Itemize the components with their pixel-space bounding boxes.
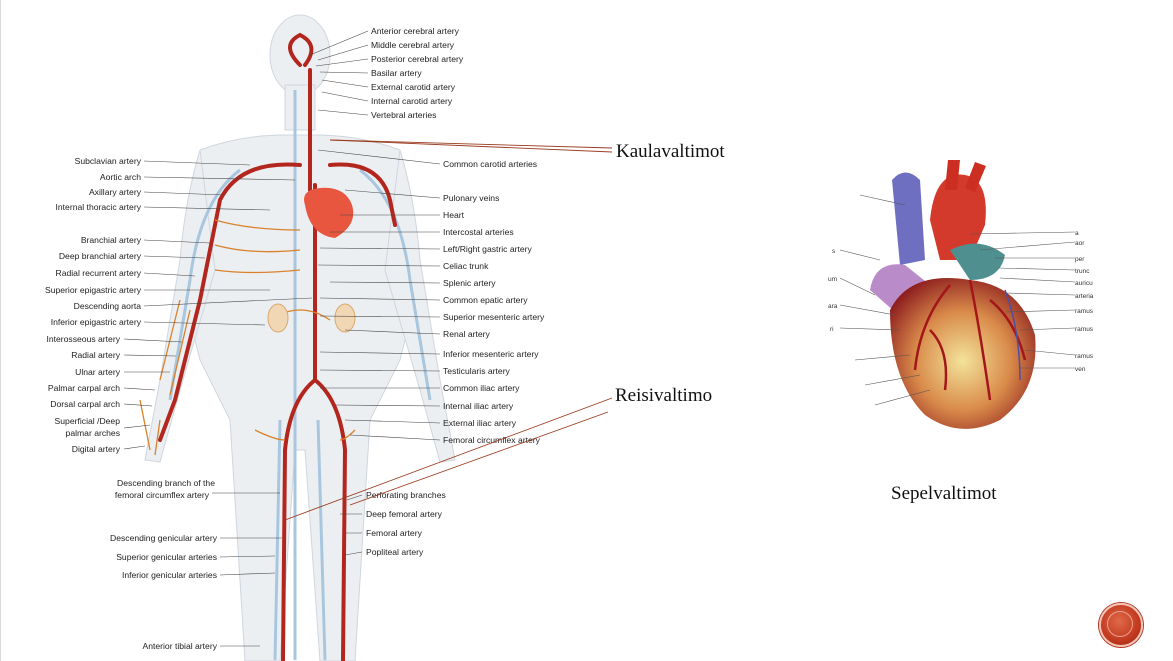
superior-vena-cava [892, 172, 925, 265]
label-internal-carotid-artery: Internal carotid artery [371, 96, 453, 106]
label-aortic-arch: Aortic arch [100, 172, 141, 182]
label-superior-epigastric-artery: Superior epigastric artery [45, 285, 142, 295]
label-axillary-artery: Axillary artery [89, 187, 142, 197]
coronary-veins [1004, 289, 1021, 381]
label-superficial-deep: Superficial /Deep [55, 416, 121, 426]
heart-label-ramus-3: ramus [1075, 353, 1094, 360]
coronary-arteries [913, 279, 1027, 401]
callout-sepelvaltimot: Sepelvaltimot [891, 483, 997, 504]
callout-kaulavaltimot: Kaulavaltimot [616, 141, 725, 162]
label-femoral-circumflex-artery: Femoral circumflex artery [443, 435, 541, 445]
label-middle-cerebral-artery: Middle cerebral artery [371, 40, 455, 50]
heart-label-ven: ven [1075, 366, 1086, 373]
next-slide-icon [1107, 611, 1133, 637]
lower-labels [212, 492, 363, 647]
label-descending-branch: Descending branch of the [117, 478, 215, 488]
label-popliteal-artery: Popliteal artery [366, 547, 424, 557]
label-descending-genicular-artery: Descending genicular artery [110, 533, 218, 543]
heart-shape [304, 187, 354, 238]
heart-left-labels: s um ara ri [828, 248, 838, 333]
heart-label-ramus-1: ramus [1075, 308, 1094, 315]
label-branchial-artery: Branchial artery [81, 235, 142, 245]
circulatory-system-figure: Anterior cerebral artery Middle cerebral… [45, 14, 613, 661]
label-internal-iliac-artery: Internal iliac artery [443, 401, 514, 411]
label-common-epatic-artery: Common epatic artery [443, 295, 528, 305]
label-basilar-artery: Basilar artery [371, 68, 422, 78]
aorta [930, 174, 986, 260]
heart-label-per: per [1075, 256, 1085, 263]
label-inferior-epigastric-artery: Inferior epigastric artery [51, 317, 142, 327]
right-labels [309, 30, 441, 441]
label-celiac-trunk: Celiac trunk [443, 261, 489, 271]
label-gastric-artery: Left/Right gastric artery [443, 244, 533, 254]
label-subclavian-artery: Subclavian artery [75, 156, 142, 166]
callout-reisivaltimo: Reisivaltimo [615, 385, 713, 406]
heart-label-trunc: trunc [1075, 268, 1090, 275]
label-perforating-branches: Perforating branches [366, 490, 446, 500]
label-digital-artery: Digital artery [72, 444, 121, 454]
left-kidney [267, 303, 289, 333]
label-dorsal-carpal-arch: Dorsal carpal arch [50, 399, 120, 409]
heart-label-s: s [832, 248, 836, 255]
heart-label-ramus-2: ramus [1075, 326, 1094, 333]
left-labels [123, 160, 313, 450]
lower-left-label-text: Descending branch of the femoral circumf… [110, 478, 218, 651]
label-deep-femoral-artery: Deep femoral artery [366, 509, 443, 519]
label-inferior-genicular-arteries: Inferior genicular arteries [122, 570, 217, 580]
lower-right-label-text: Perforating branches Deep femoral artery… [366, 490, 446, 557]
label-anterior-cerebral-artery: Anterior cerebral artery [371, 26, 460, 36]
label-internal-thoracic-artery: Internal thoracic artery [56, 202, 142, 212]
label-heart: Heart [443, 210, 465, 220]
label-pulonary-veins: Pulonary veins [443, 193, 499, 203]
heart-label-ara: ara [828, 303, 838, 310]
label-common-carotid-arteries: Common carotid arteries [443, 159, 537, 169]
aortic-branches [945, 160, 986, 192]
heart-label-a: a [1075, 230, 1079, 237]
label-ulnar-artery: Ulnar artery [75, 367, 121, 377]
label-superior-mesenteric-artery: Superior mesenteric artery [443, 312, 545, 322]
label-femoral-circumflex: femoral circumflex artery [115, 490, 210, 500]
label-external-carotid-artery: External carotid artery [371, 82, 456, 92]
label-posterior-cerebral-artery: Posterior cerebral artery [371, 54, 464, 64]
pulmonary-trunk [950, 243, 1005, 280]
label-superior-genicular-arteries: Superior genicular arteries [116, 552, 217, 562]
heart-leader-lines [839, 194, 1076, 406]
heart-label-aor: aor [1075, 240, 1085, 247]
right-kidney [334, 303, 356, 333]
label-descending-aorta: Descending aorta [74, 301, 142, 311]
label-testicularis-artery: Testicularis artery [443, 366, 511, 376]
label-palmar-arches: palmar arches [66, 428, 120, 438]
label-inferior-mesenteric-artery: Inferior mesenteric artery [443, 349, 539, 359]
label-common-iliac-artery: Common iliac artery [443, 383, 520, 393]
slide-left-border [0, 0, 1, 661]
label-anterior-tibial-artery: Anterior tibial artery [142, 641, 217, 651]
next-slide-button[interactable] [1099, 603, 1143, 647]
label-deep-branchial-artery: Deep branchial artery [59, 251, 142, 261]
label-palmar-carpal-arch: Palmar carpal arch [48, 383, 120, 393]
left-label-text: Subclavian artery Aortic arch Axillary a… [45, 156, 142, 454]
label-renal-artery: Renal artery [443, 329, 491, 339]
label-femoral-artery: Femoral artery [366, 528, 423, 538]
heart-right-labels: a aor per trunc auricu arteria ramus ram… [1075, 230, 1094, 373]
right-label-text: Anterior cerebral artery Middle cerebral… [371, 26, 545, 445]
heart-label-arteria: arteria [1075, 293, 1094, 300]
label-intercostal-arteries: Intercostal arteries [443, 227, 514, 237]
label-vertebral-arteries: Vertebral arteries [371, 110, 436, 120]
heart-label-auricu: auricu [1075, 280, 1093, 287]
label-splenic-artery: Splenic artery [443, 278, 496, 288]
label-radial-artery: Radial artery [71, 350, 120, 360]
callout-lines [284, 139, 613, 521]
heart-label-ri: ri [830, 326, 834, 333]
label-radial-recurrent-artery: Radial recurrent artery [56, 268, 142, 278]
heart-label-um: um [828, 276, 837, 283]
heart-figure: a aor per trunc auricu arteria ramus ram… [825, 160, 1095, 435]
label-interosseous-artery: Interosseous artery [46, 334, 120, 344]
label-external-iliac-artery: External iliac artery [443, 418, 517, 428]
